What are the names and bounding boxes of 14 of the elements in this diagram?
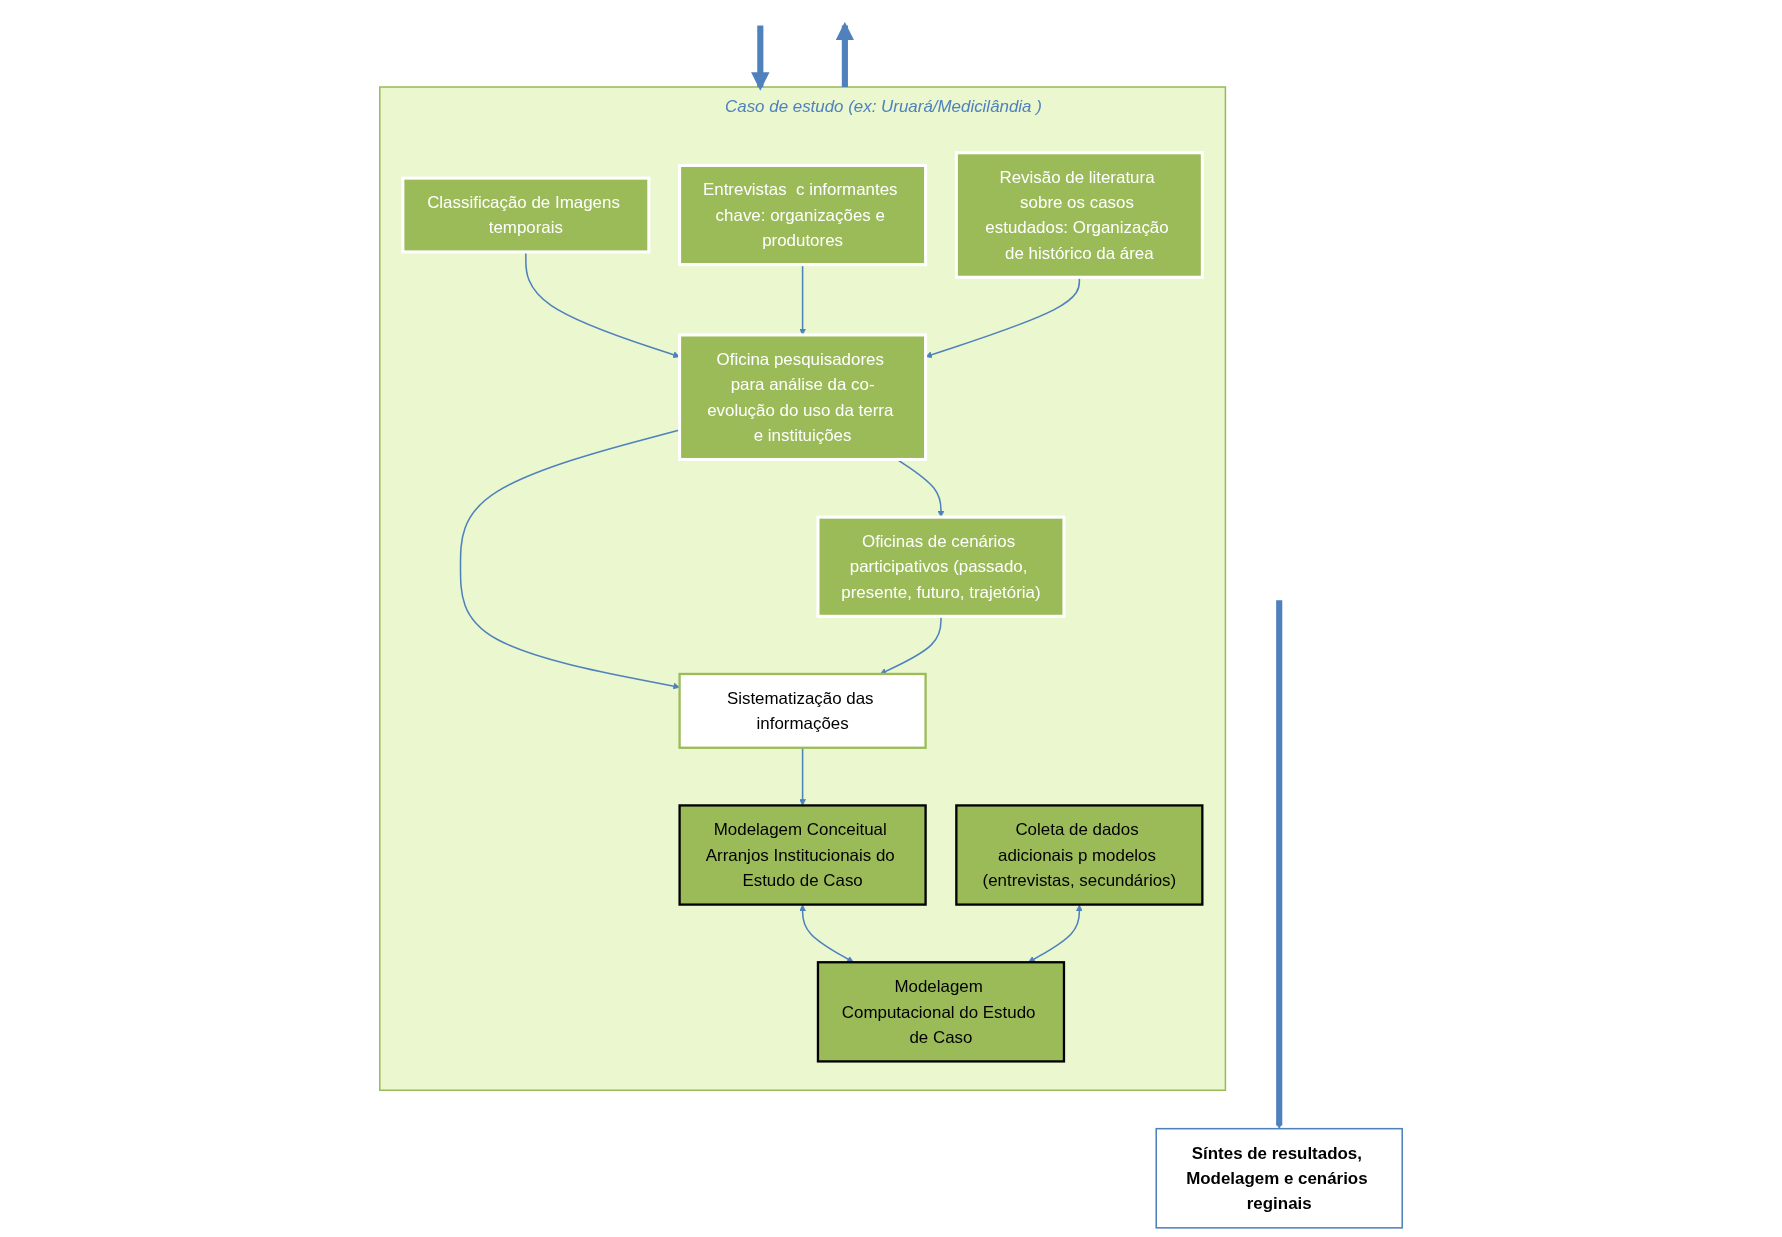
node-box: Revisão de literatura sobre os casos estudados: Organização de histórico da área (954, 150, 1204, 279)
node-box: Coleta de dados adicionais p modelos (entrevistas, secundários) (955, 803, 1204, 906)
node-box: Classificação de Imagens temporais (401, 176, 651, 253)
node-box: Modelagem Computacional do Estudo de Caso (816, 960, 1066, 1063)
arrow (1275, 599, 1283, 1129)
arrow (896, 458, 945, 517)
node-box: Entrevistas c informantes chave: organizações e produtores (678, 163, 928, 266)
node-box: Oficina pesquisadores para análise da co-evolução do uso da terra e instituições (678, 332, 928, 461)
arrow (879, 615, 942, 674)
node-box: Síntes de resultados, Modelagem e cenários reginais (1155, 1127, 1403, 1229)
arrow (835, 21, 855, 87)
node-box: Sistematização das informações (678, 672, 927, 749)
node-box: Modelagem Conceitual Arranjos Institucionais do Estudo de Caso (678, 803, 927, 906)
node-box: Oficinas de cenários participativos (passado, presente, futuro, trajetória) (816, 515, 1066, 618)
